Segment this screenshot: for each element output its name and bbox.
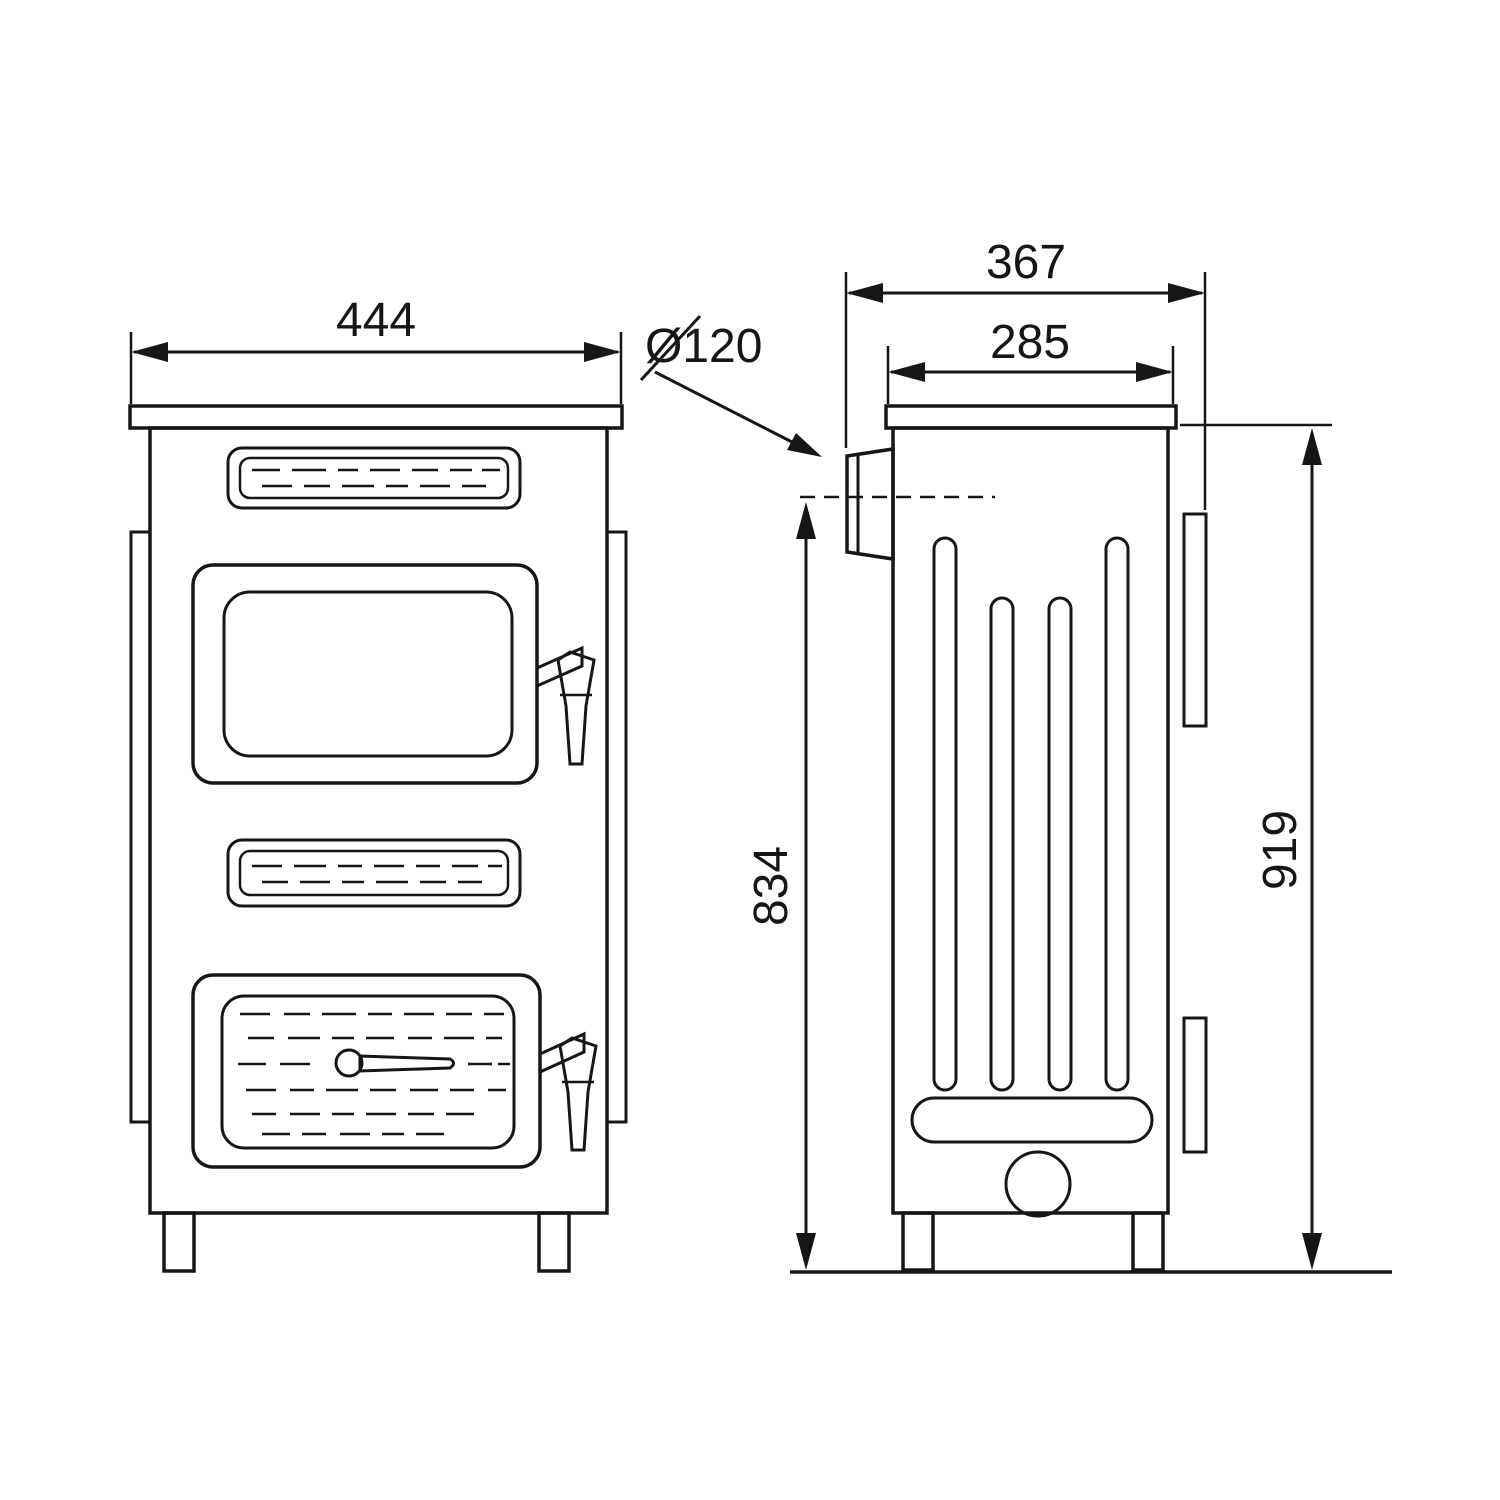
front-upper-door-panel — [222, 590, 514, 758]
front-middle-vent — [226, 838, 522, 908]
side-rear-leg — [1131, 1211, 1165, 1272]
side-heat-exchanger — [910, 536, 1154, 1218]
arrowhead-right — [1168, 283, 1205, 303]
side-view — [800, 404, 1208, 1272]
front-right-side-panel — [605, 530, 628, 1124]
dim-flue-diameter: Ø120 — [639, 314, 822, 457]
side-drain-port — [1004, 1150, 1072, 1218]
arrowhead-leader — [787, 433, 822, 457]
arrowhead-left — [131, 342, 168, 362]
front-top-plate — [128, 404, 624, 430]
arrowhead-right — [584, 342, 621, 362]
arrowhead-up — [1302, 428, 1322, 465]
side-lower-hinge — [1182, 1016, 1208, 1154]
front-left-side-panel — [129, 530, 152, 1124]
arrowhead-left — [846, 283, 883, 303]
arrowhead-right — [1136, 362, 1173, 382]
dim-overall-height: 919 — [1180, 423, 1332, 1270]
dim-body-depth-label: 285 — [990, 316, 1070, 369]
dim-total-depth-label: 367 — [986, 236, 1066, 289]
side-upper-hinge — [1182, 512, 1208, 728]
arrowhead-down — [1302, 1233, 1322, 1270]
front-top-vent-hatching — [252, 468, 500, 488]
side-rib-1 — [932, 536, 958, 1092]
flue-collar — [845, 446, 895, 562]
side-top-plate — [884, 404, 1178, 430]
dim-flue-axis-height-label: 834 — [745, 846, 798, 926]
arrowhead-down — [796, 1233, 816, 1270]
dim-flue-diameter-label: Ø120 — [645, 320, 762, 373]
side-rib-3 — [1047, 596, 1073, 1092]
dim-front-width-extension-lines — [129, 332, 623, 404]
side-bottom-manifold — [910, 1096, 1154, 1144]
front-upper-door — [191, 563, 539, 785]
front-lower-door-panel — [220, 994, 516, 1150]
dim-body-depth-extension-lines — [886, 346, 1175, 404]
front-door-handle-rod — [358, 1054, 455, 1073]
front-upper-latch — [535, 645, 596, 766]
dim-overall-height-label: 919 — [1254, 810, 1307, 890]
side-rib-2 — [989, 596, 1015, 1092]
front-lower-door — [191, 973, 542, 1169]
dim-total-depth-extension-lines — [844, 272, 1207, 510]
front-view — [128, 404, 628, 1273]
dim-flue-diameter-slash — [639, 314, 702, 382]
side-rib-4 — [1104, 536, 1130, 1092]
front-top-vent-inner — [238, 456, 510, 500]
front-lower-latch — [538, 1031, 598, 1152]
front-middle-vent-hatching — [252, 864, 502, 884]
side-body-outline — [891, 426, 1170, 1215]
side-front-leg — [901, 1211, 935, 1272]
dim-flue-diameter-leader — [654, 370, 793, 444]
arrowhead-left — [888, 362, 925, 382]
arrowhead-up — [796, 502, 816, 539]
front-middle-vent-frame — [226, 838, 522, 908]
front-top-vent-frame — [226, 446, 522, 510]
dim-front-width: 444 — [129, 294, 623, 404]
front-upper-door-frame — [191, 563, 539, 785]
front-lower-door-hatching — [238, 1012, 510, 1136]
front-top-vent — [226, 446, 522, 510]
front-lower-latch-handle — [558, 1036, 598, 1152]
front-upper-latch-handle — [556, 650, 596, 766]
dim-total-depth: 367 — [844, 236, 1207, 510]
dim-front-width-label: 444 — [336, 294, 416, 347]
front-left-leg — [162, 1211, 196, 1273]
dim-flue-axis-height: 834 — [745, 502, 816, 1270]
front-right-leg — [537, 1211, 571, 1273]
dim-body-depth: 285 — [886, 316, 1175, 404]
front-door-handle-knob — [334, 1048, 364, 1078]
front-middle-vent-inner — [238, 849, 510, 897]
